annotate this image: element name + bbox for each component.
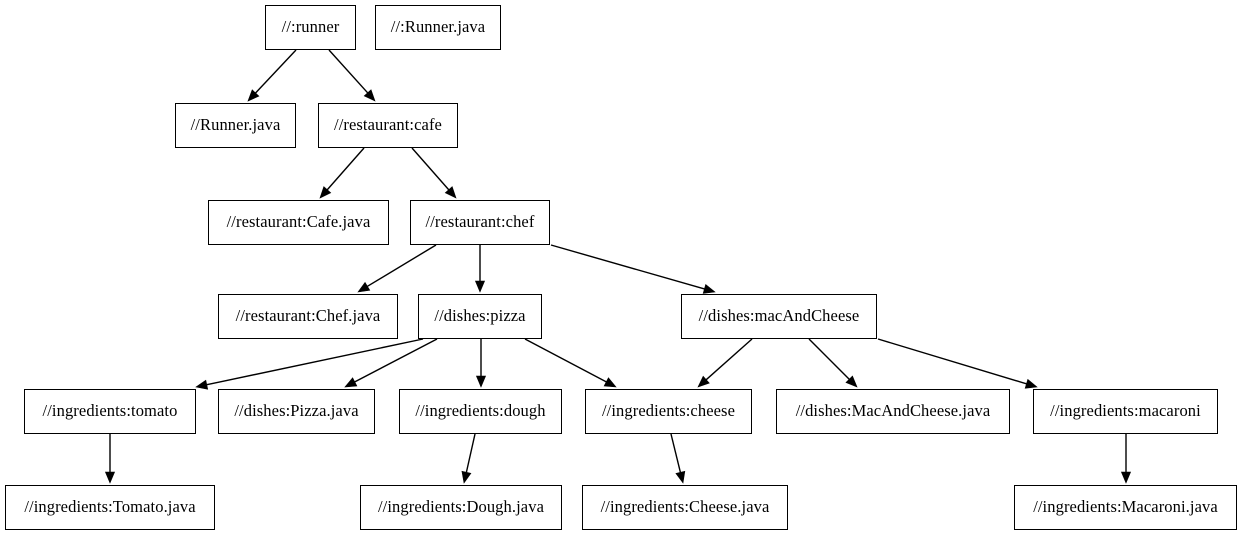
arrowhead-icon <box>344 377 358 388</box>
graph-node-ing_tomato[interactable]: //ingredients:tomato <box>24 389 196 434</box>
graph-node-dishes_pizza[interactable]: //dishes:pizza <box>418 294 542 339</box>
graph-node-label: //ingredients:Macaroni.java <box>1033 497 1218 517</box>
graph-node-label: //restaurant:cafe <box>334 115 442 135</box>
graph-node-label: //restaurant:Chef.java <box>235 306 381 326</box>
graph-node-restaurant_chef_java[interactable]: //restaurant:Chef.java <box>218 294 398 339</box>
graph-node-label: //dishes:MacAndCheese.java <box>795 401 991 421</box>
arrowhead-icon <box>363 89 376 102</box>
graph-node-label: //dishes:macAndCheese <box>698 306 860 326</box>
graph-node-label: //dishes:pizza <box>434 306 526 326</box>
graph-node-label: //ingredients:tomato <box>42 401 178 421</box>
graph-edge <box>474 245 486 293</box>
graph-node-label: //Runner.java <box>190 115 281 135</box>
graph-node-label: //:Runner.java <box>390 17 486 37</box>
graph-node-runner_java_root[interactable]: //:Runner.java <box>375 5 501 50</box>
arrowhead-icon <box>1120 471 1132 484</box>
graph-node-ing_dough[interactable]: //ingredients:dough <box>399 389 562 434</box>
graph-node-dishes_macandcheese_java[interactable]: //dishes:MacAndCheese.java <box>776 389 1010 434</box>
graph-node-label: //dishes:Pizza.java <box>234 401 359 421</box>
arrowhead-icon <box>702 284 716 294</box>
arrowhead-icon <box>675 470 686 484</box>
graph-node-runner[interactable]: //:runner <box>265 5 356 50</box>
graph-node-label: //restaurant:Cafe.java <box>226 212 371 232</box>
graph-edge <box>697 338 753 388</box>
graph-node-label: //ingredients:Cheese.java <box>600 497 770 517</box>
graph-node-label: //ingredients:macaroni <box>1050 401 1201 421</box>
arrowhead-icon <box>357 281 371 293</box>
graph-edge <box>195 338 424 390</box>
graph-edge <box>550 244 716 294</box>
arrowhead-icon <box>603 377 617 388</box>
graph-node-ing_macaroni_java[interactable]: //ingredients:Macaroni.java <box>1014 485 1237 530</box>
arrowhead-icon <box>474 280 486 293</box>
graph-node-label: //ingredients:cheese <box>601 401 736 421</box>
graph-edge <box>524 338 617 388</box>
graph-node-label: //restaurant:chef <box>425 212 535 232</box>
graph-edge <box>877 338 1038 389</box>
graph-edge <box>475 339 487 388</box>
graph-node-ing_cheese[interactable]: //ingredients:cheese <box>585 389 752 434</box>
graph-edge <box>357 244 437 293</box>
arrowhead-icon <box>697 375 710 388</box>
graph-node-label: //ingredients:Tomato.java <box>24 497 196 517</box>
arrowhead-icon <box>1024 378 1038 389</box>
arrowhead-icon <box>247 89 260 102</box>
graph-node-label: //ingredients:Dough.java <box>378 497 544 517</box>
graph-node-ing_dough_java[interactable]: //ingredients:Dough.java <box>360 485 562 530</box>
arrowhead-icon <box>319 186 332 199</box>
arrowhead-icon <box>444 186 457 199</box>
arrowhead-icon <box>195 379 209 390</box>
arrowhead-icon <box>104 471 116 484</box>
graph-edge <box>670 433 686 484</box>
arrowhead-icon <box>845 375 858 388</box>
graph-node-restaurant_cafe[interactable]: //restaurant:cafe <box>318 103 458 148</box>
graph-node-dishes_macandcheese[interactable]: //dishes:macAndCheese <box>681 294 877 339</box>
graph-edge <box>808 338 858 388</box>
graph-node-label: //:runner <box>281 17 340 37</box>
graph-node-restaurant_chef[interactable]: //restaurant:chef <box>410 200 550 245</box>
graph-edge <box>1120 434 1132 484</box>
graph-edge <box>461 433 476 484</box>
graph-edge <box>328 49 376 102</box>
graph-node-dishes_pizza_java[interactable]: //dishes:Pizza.java <box>218 389 375 434</box>
graph-node-label: //ingredients:dough <box>415 401 546 421</box>
graph-edge <box>319 147 365 199</box>
graph-node-restaurant_cafe_java[interactable]: //restaurant:Cafe.java <box>208 200 389 245</box>
graph-node-runner_java[interactable]: //Runner.java <box>175 103 296 148</box>
arrowhead-icon <box>461 470 472 484</box>
graph-node-ing_tomato_java[interactable]: //ingredients:Tomato.java <box>5 485 215 530</box>
graph-edge <box>411 147 457 199</box>
graph-node-ing_macaroni[interactable]: //ingredients:macaroni <box>1033 389 1218 434</box>
graph-edge <box>104 434 116 484</box>
graph-node-ing_cheese_java[interactable]: //ingredients:Cheese.java <box>582 485 788 530</box>
graph-edge <box>344 338 438 388</box>
graph-edge <box>247 49 297 102</box>
arrowhead-icon <box>475 375 487 388</box>
